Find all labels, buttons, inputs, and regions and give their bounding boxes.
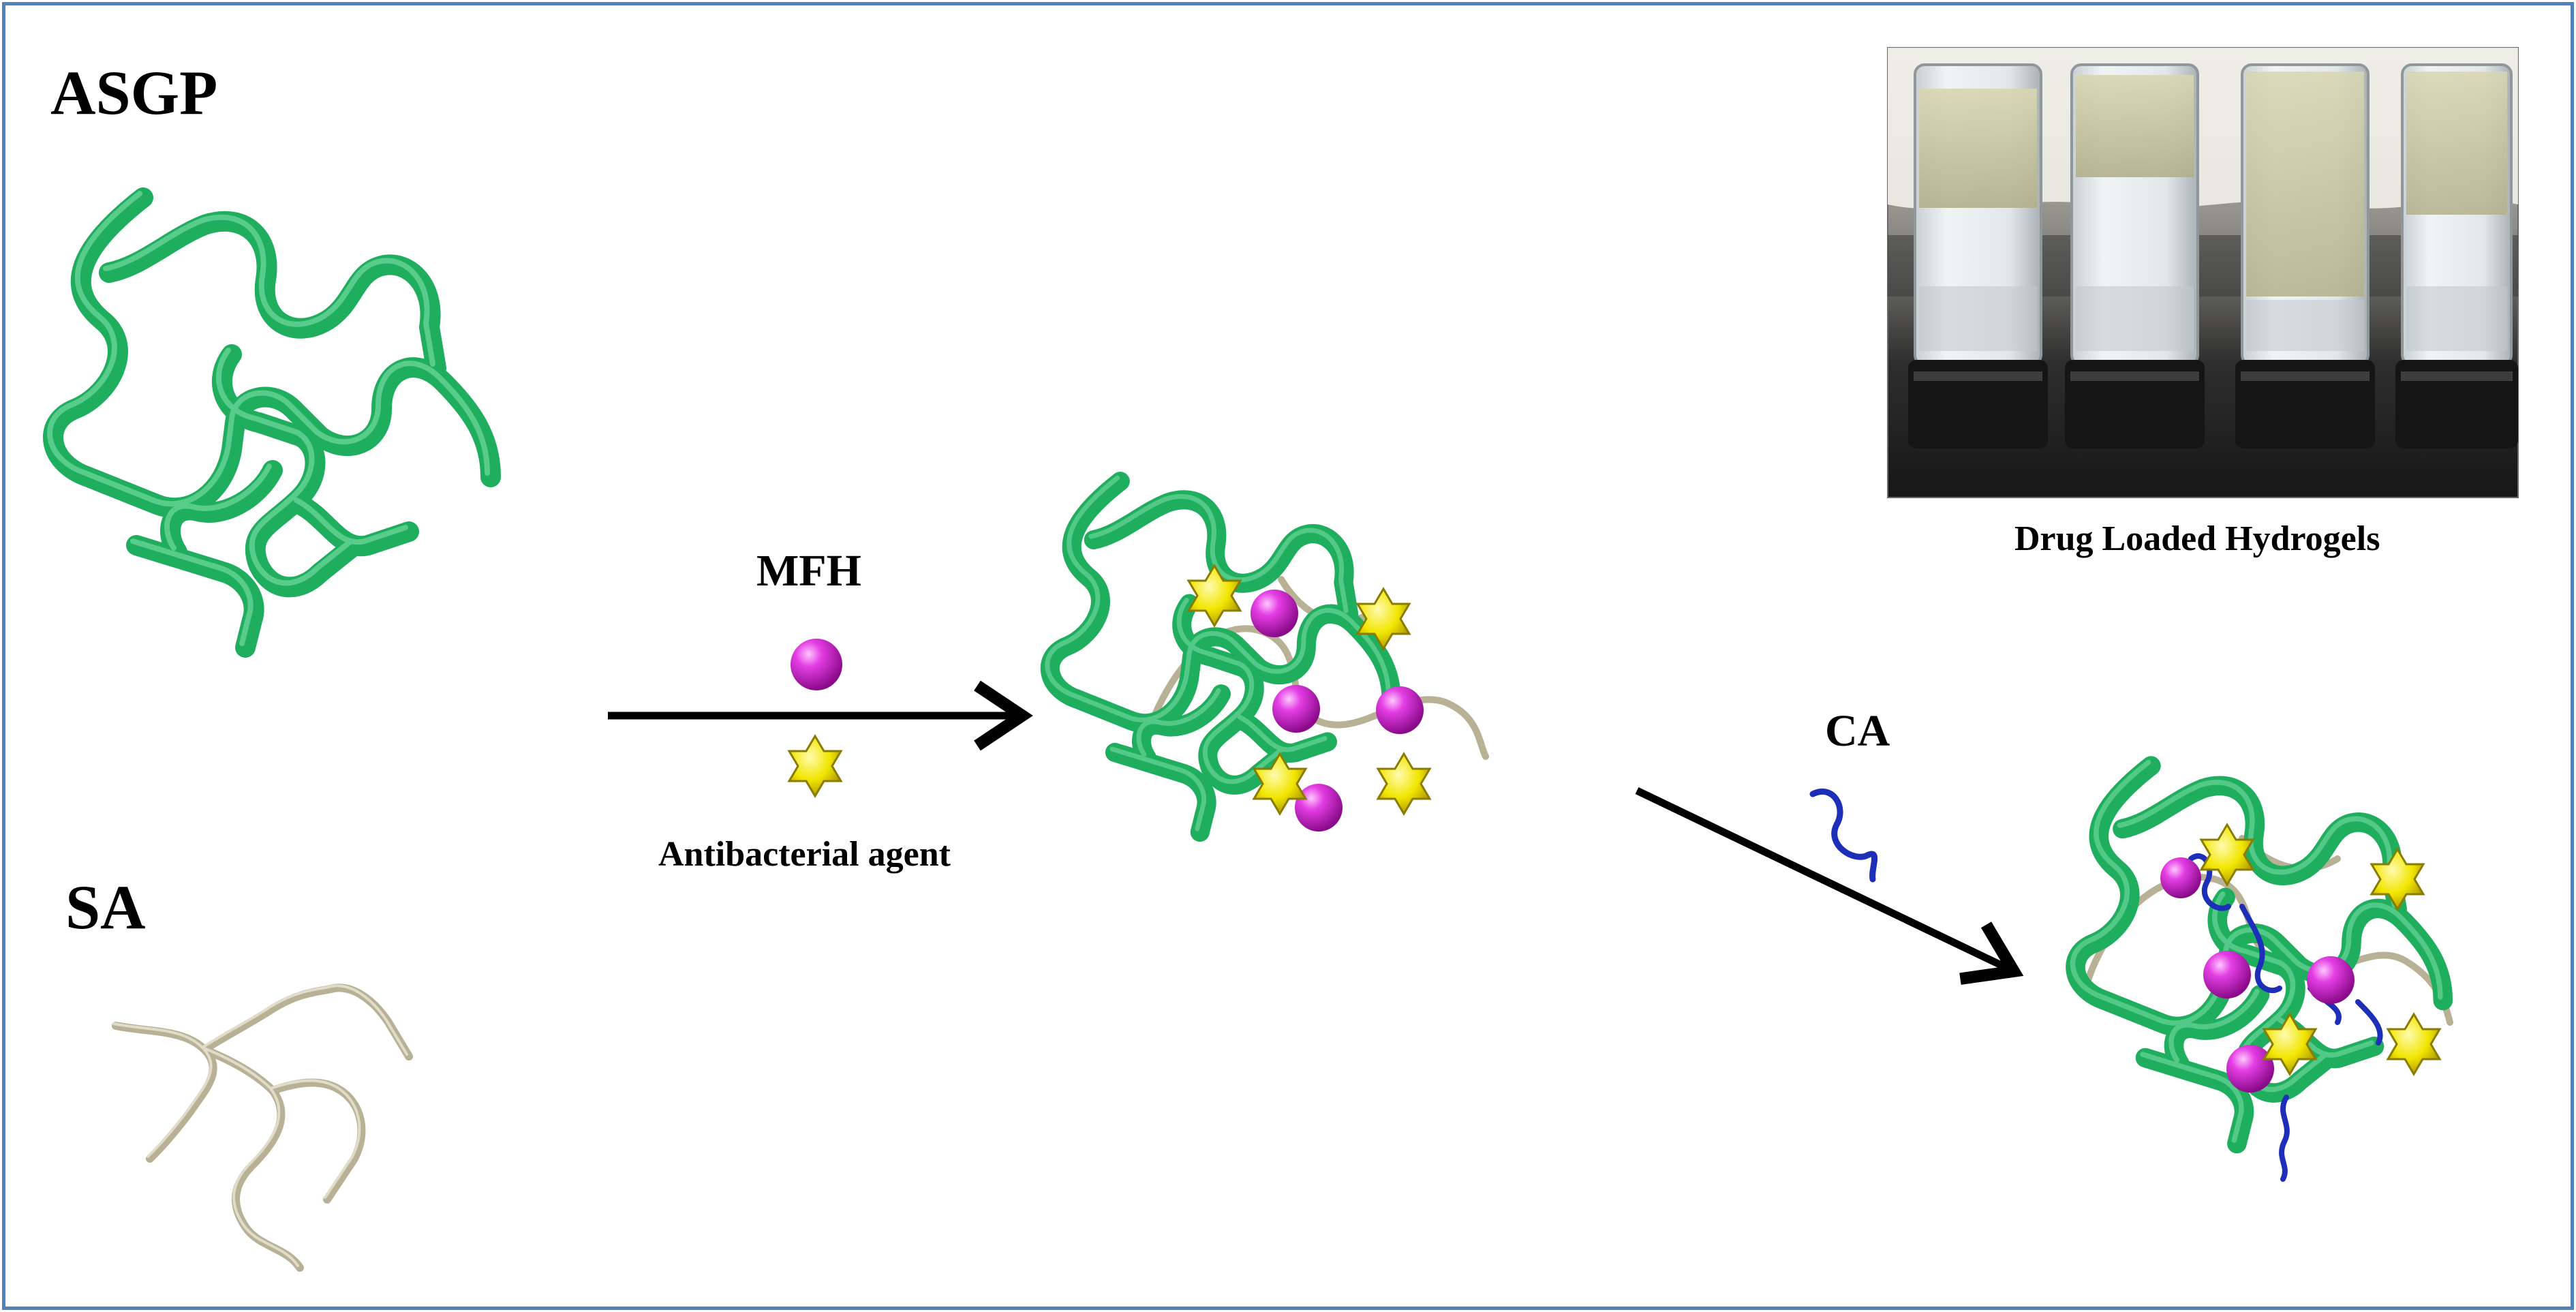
mfh-sphere-icon [791,639,842,690]
label-asgp: ASGP [50,58,218,127]
drug-loaded-complex [1047,478,1489,832]
label-sa: SA [65,872,146,942]
antibacterial-star-icon [788,735,842,797]
label-antibacterial-agent: Antibacterial agent [658,835,951,874]
label-mfh: MFH [756,546,861,596]
arrow-crosslink [1635,787,2024,985]
photo-caption: Drug Loaded Hydrogels [2014,519,2380,558]
hydrogel-vials-photo [1887,47,2519,498]
label-ca: CA [1825,706,1890,756]
ca-crosslinker-icon [1809,788,1878,883]
crosslinked-hydrogel [2073,763,2453,1182]
